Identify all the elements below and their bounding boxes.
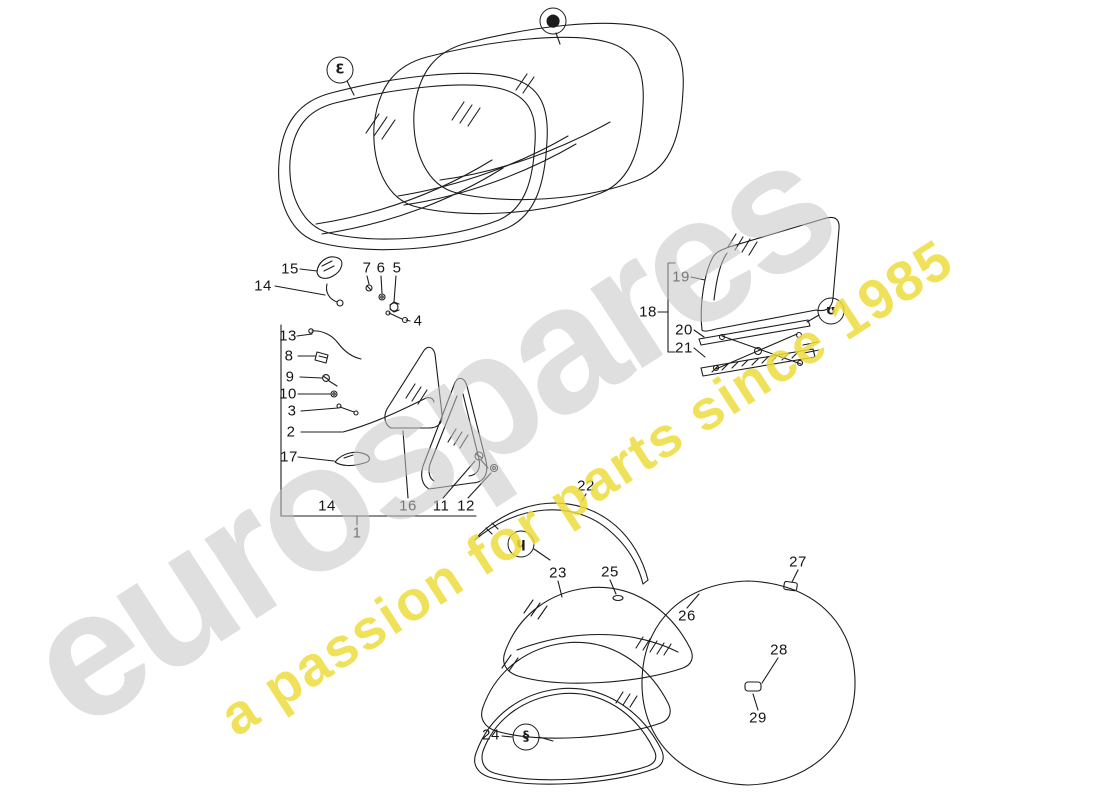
part-label-26[interactable]: 26: [678, 607, 696, 625]
part-label-7[interactable]: 7: [362, 259, 372, 277]
part-label-1[interactable]: 1: [352, 524, 362, 542]
part-label-24[interactable]: 24: [482, 726, 500, 744]
part-label-19[interactable]: 19: [672, 268, 690, 286]
trim-profile-icon-glyph: ɥ: [516, 536, 526, 552]
part-label-6[interactable]: 6: [376, 259, 386, 277]
part-label-27[interactable]: 27: [789, 553, 807, 571]
part-label-14[interactable]: 14: [318, 497, 336, 515]
sealing-compound-icon-glyph: ⬤: [545, 13, 561, 29]
rear-glass-outline: [413, 22, 684, 201]
part-label-15[interactable]: 15: [281, 260, 299, 278]
part-label-28[interactable]: 28: [770, 641, 788, 659]
part-label-23[interactable]: 23: [549, 564, 567, 582]
windshield-seal-outline: [278, 72, 548, 251]
part-label-29[interactable]: 29: [749, 709, 767, 727]
seal-ring-outline: [641, 580, 856, 786]
channel-profile-icon[interactable]: ʊ: [817, 297, 845, 325]
door-glass-outline: [700, 216, 840, 332]
hardtop-glass-outline: [503, 586, 693, 684]
channel-profile-icon-glyph: ʊ: [825, 303, 837, 319]
part-label-10[interactable]: 10: [279, 385, 297, 403]
part-label-17[interactable]: 17: [280, 448, 298, 466]
seal-profile-icon-glyph: Ɛ: [335, 62, 345, 78]
part-label-13[interactable]: 13: [279, 327, 297, 345]
vent-glass-1: [384, 346, 443, 429]
part-label-9[interactable]: 9: [285, 368, 295, 386]
part-label-8[interactable]: 8: [284, 347, 294, 365]
trim-profile-icon[interactable]: ɥ: [507, 530, 535, 558]
part-label-25[interactable]: 25: [601, 563, 619, 581]
vent-glass-2: [421, 377, 488, 490]
part-label-3[interactable]: 3: [287, 402, 297, 420]
part-label-4[interactable]: 4: [413, 312, 423, 330]
part-label-16[interactable]: 16: [399, 497, 417, 515]
molding-profile-icon-glyph: §: [522, 729, 530, 745]
molding-profile-icon[interactable]: §: [512, 723, 540, 751]
seal-profile-icon[interactable]: Ɛ: [326, 56, 354, 84]
part-label-11[interactable]: 11: [432, 497, 450, 515]
sealing-compound-icon[interactable]: ⬤: [539, 7, 567, 35]
part-label-12[interactable]: 12: [457, 497, 475, 515]
part-label-21[interactable]: 21: [675, 339, 693, 357]
part-label-2[interactable]: 2: [286, 423, 296, 441]
part-label-22[interactable]: 22: [577, 477, 595, 495]
windshield-glass-outline: [373, 36, 644, 215]
part-label-14[interactable]: 14: [254, 277, 272, 295]
part-label-18[interactable]: 18: [639, 303, 657, 321]
part-label-5[interactable]: 5: [392, 259, 402, 277]
part-label-20[interactable]: 20: [675, 321, 693, 339]
